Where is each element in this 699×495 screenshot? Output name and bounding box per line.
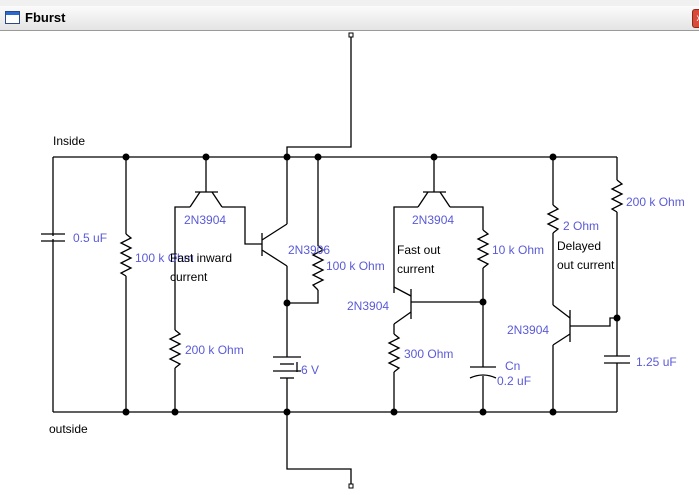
label-r-300: 300 Ohm: [404, 347, 453, 361]
label-fast-out: Fast out: [397, 243, 441, 257]
junction: [315, 154, 322, 161]
label-c-membrane: 0.5 uF: [73, 231, 107, 245]
resistor-r-300: [389, 334, 399, 372]
label-cn-value: 0.2 uF: [497, 374, 531, 388]
resistor-r-fast-in: [170, 330, 180, 368]
inside-terminal[interactable]: [349, 33, 353, 37]
q3-collector: [440, 192, 450, 207]
label-q4: 2N3904: [347, 299, 389, 313]
label-r-2: 2 Ohm: [563, 219, 599, 233]
label-outside: outside: [49, 422, 88, 436]
q1-collector: [212, 192, 222, 207]
resistor-r-200k-right: [612, 180, 622, 212]
junction: [284, 409, 291, 416]
circuit-canvas: Inside outside 0.5 uF 100 k Ohm Fast inw…: [0, 30, 699, 490]
label-r-bias: 100 k Ohm: [326, 259, 385, 273]
junction: [284, 300, 291, 307]
q3-right-wire: [450, 207, 483, 230]
label-r-fast-in: 200 k Ohm: [185, 343, 244, 357]
junction: [431, 154, 438, 161]
label-q2: 2N3906: [288, 243, 330, 257]
label-r-10k: 10 k Ohm: [492, 243, 544, 257]
label-fast-inward: Fast inward: [170, 251, 232, 265]
bias-lower-wire: [287, 290, 318, 303]
resistor-r-10k: [478, 230, 488, 268]
q4-emitter: [394, 312, 411, 324]
q3-emitter: [418, 192, 428, 207]
label-r-200k-right: 200 k Ohm: [626, 195, 685, 209]
q2-emitter: [262, 250, 287, 266]
title-bar[interactable]: Fburst x: [0, 6, 699, 31]
junction: [391, 409, 398, 416]
label-delayed-2: out current: [557, 258, 615, 272]
q2-collector: [262, 224, 287, 240]
label-q1: 2N3904: [184, 213, 226, 227]
resistor-r-2: [548, 205, 558, 233]
circuit-diagram: Inside outside 0.5 uF 100 k Ohm Fast inw…: [0, 30, 699, 490]
label-battery: 6 V: [301, 363, 319, 377]
label-cn-name: Cn: [505, 359, 520, 373]
q5-collector: [553, 305, 570, 318]
q4-collector: [394, 287, 411, 296]
junction: [284, 154, 291, 161]
outside-lead: [287, 412, 351, 484]
junction: [614, 315, 621, 322]
q1-to-q2-wire: [222, 207, 262, 244]
q5-emitter: [553, 334, 570, 345]
junction: [123, 409, 130, 416]
q1-emitter: [190, 192, 200, 207]
junction: [480, 299, 487, 306]
window-title: Fburst: [25, 10, 65, 25]
label-fast-inward-2: current: [170, 270, 208, 284]
window-icon: [5, 11, 20, 24]
junction: [172, 409, 179, 416]
label-delayed: Delayed: [557, 239, 601, 253]
label-q5: 2N3904: [507, 323, 549, 337]
q5-base-wire: [570, 318, 617, 326]
close-button[interactable]: x: [692, 9, 699, 28]
inside-lead: [287, 37, 351, 157]
capacitor-gap: [44, 236, 62, 239]
outside-terminal[interactable]: [349, 484, 353, 488]
label-c-delay: 1.25 uF: [636, 355, 677, 369]
junction: [203, 154, 210, 161]
junction: [550, 154, 557, 161]
junction: [480, 409, 487, 416]
junctions: [123, 154, 621, 416]
label-fast-out-2: current: [397, 262, 435, 276]
junction: [550, 409, 557, 416]
label-q3: 2N3904: [412, 213, 454, 227]
junction: [123, 154, 130, 161]
label-inside: Inside: [53, 134, 85, 148]
